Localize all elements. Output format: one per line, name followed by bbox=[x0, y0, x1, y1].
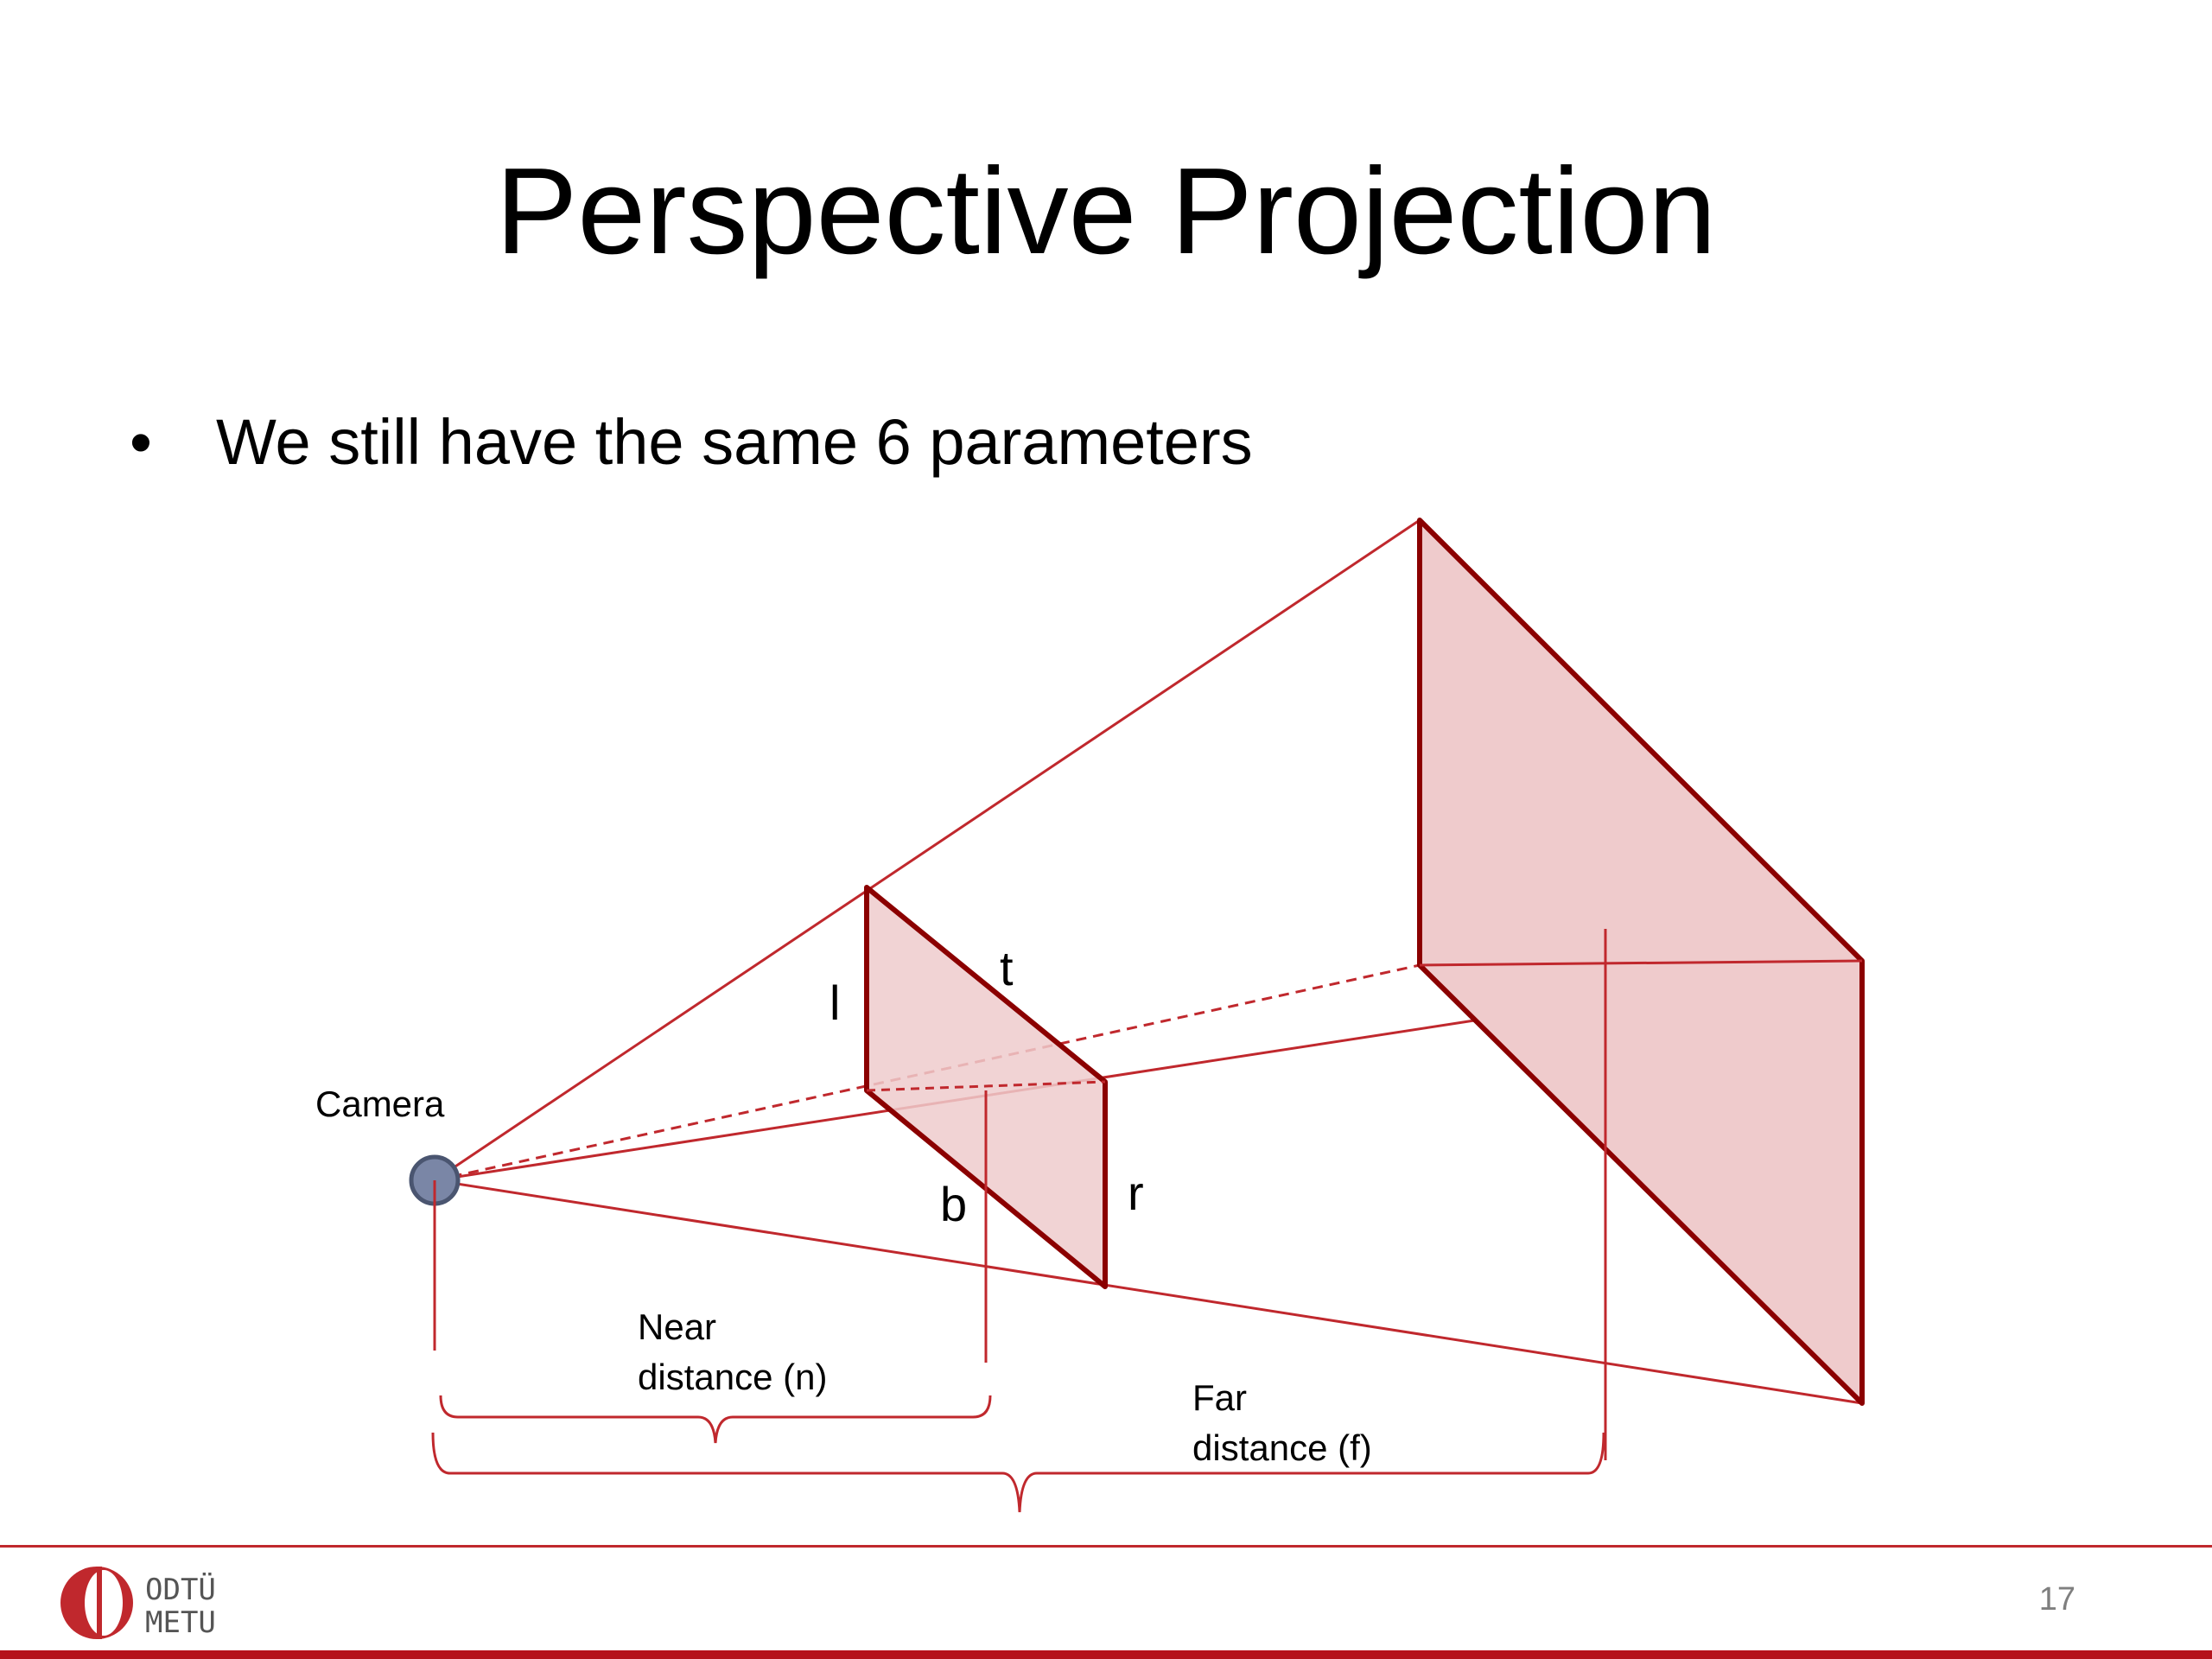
logo-text-metu: METU bbox=[145, 1605, 216, 1640]
near-plane-label-right: r bbox=[1128, 1166, 1144, 1220]
slide-title: Perspective Projection bbox=[495, 143, 1717, 280]
ray-top-left bbox=[434, 518, 1421, 1182]
near-plane-label-bottom: b bbox=[940, 1177, 967, 1231]
near-plane-hidden-edge bbox=[866, 1080, 1106, 1092]
near-plane-label-top: t bbox=[1000, 941, 1014, 995]
footer-divider bbox=[0, 1545, 2212, 1548]
footer-bar bbox=[0, 1650, 2212, 1659]
far-distance-label-line2: distance (f) bbox=[1192, 1427, 1372, 1468]
near-brace bbox=[439, 1395, 992, 1444]
page-number: 17 bbox=[2038, 1581, 2075, 1618]
logo-text-odtu: ODTÜ bbox=[145, 1572, 216, 1607]
near-distance-label-line2: distance (n) bbox=[638, 1357, 827, 1397]
metu-logo: ODTÜ METU bbox=[60, 1567, 216, 1640]
far-distance-label-line1: Far bbox=[1192, 1377, 1247, 1418]
distance-markers bbox=[431, 929, 1607, 1513]
ray-bottom-right bbox=[434, 1179, 1863, 1405]
bullet-dot-icon: • bbox=[130, 406, 152, 478]
far-brace bbox=[431, 1432, 1605, 1513]
camera-label: Camera bbox=[315, 1084, 445, 1124]
near-plane-label-left: l bbox=[830, 976, 840, 1030]
far-plane-hidden-edge bbox=[1419, 959, 1863, 967]
near-distance-label-line1: Near bbox=[638, 1306, 716, 1347]
bullet-text: We still have the same 6 parameters bbox=[216, 406, 1253, 478]
